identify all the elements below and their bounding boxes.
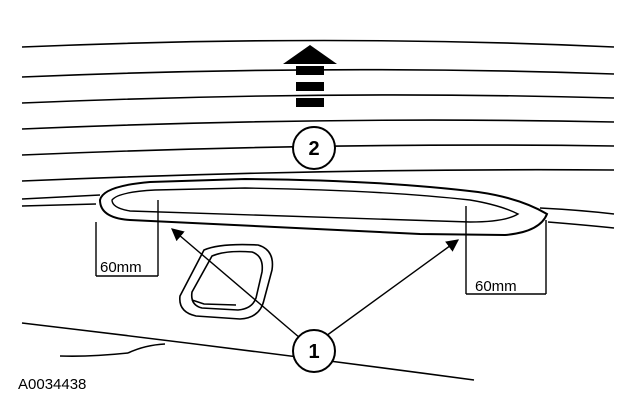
figure-reference-id: A0034438	[18, 376, 86, 393]
callout-1: 1	[292, 329, 336, 373]
dimension-lines	[95, 200, 547, 295]
leader-arrows	[171, 228, 460, 339]
right-dimension-label: 60mm	[475, 278, 517, 295]
upward-direction-arrow	[283, 45, 337, 107]
trim-cutout	[179, 243, 274, 320]
left-dimension-label: 60mm	[100, 259, 142, 276]
high-mounted-stop-lamp	[98, 177, 549, 237]
body-contour-lines	[21, 322, 475, 381]
callout-1-number: 1	[308, 341, 319, 363]
callout-2: 2	[292, 126, 336, 170]
callout-2-number: 2	[308, 138, 319, 160]
